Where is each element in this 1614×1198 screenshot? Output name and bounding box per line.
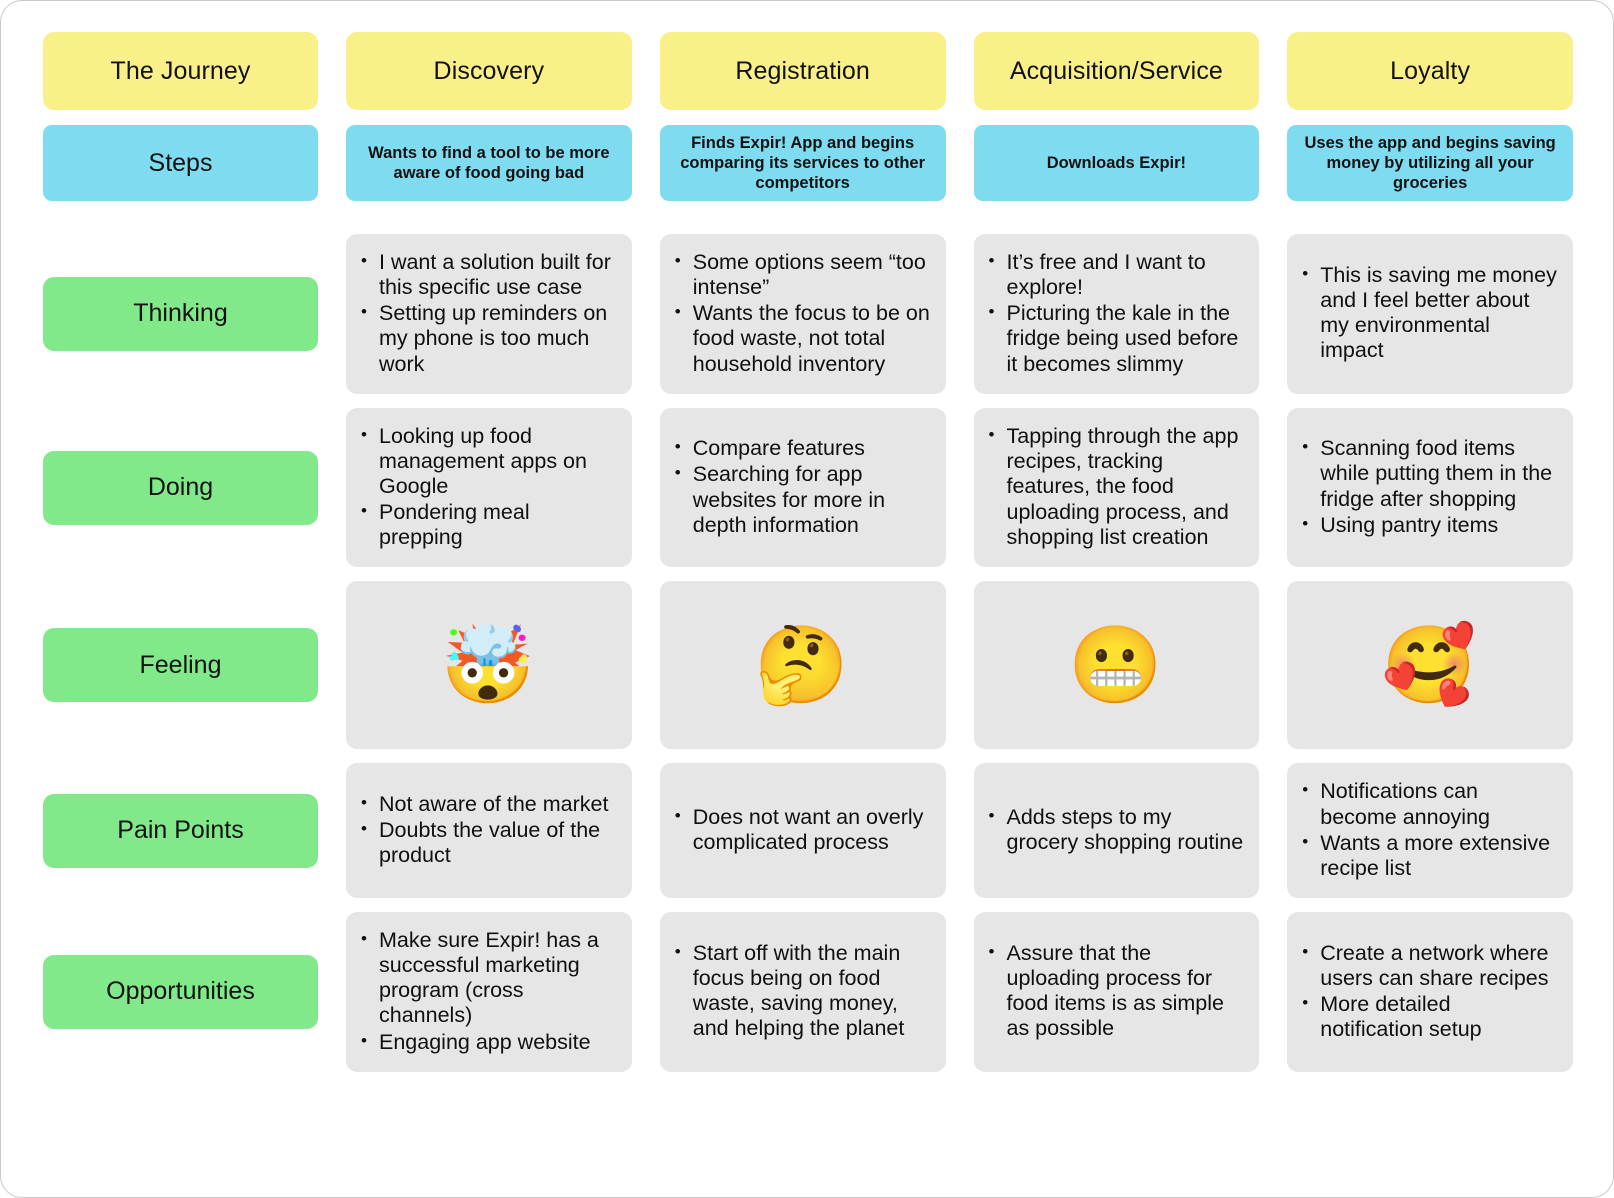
list-item: Does not want an overly complicated proc… <box>672 804 932 855</box>
list-item: I want a solution built for this specifi… <box>358 249 618 300</box>
card-opp-registration[interactable]: Start off with the main focus being on f… <box>659 911 946 1072</box>
band-gap <box>43 394 1573 408</box>
card-feeling-registration[interactable]: 🤔 <box>659 581 946 750</box>
card-opp-discovery[interactable]: Make sure Expir! has a successful market… <box>346 911 632 1072</box>
list-item: Wants a more extensive recipe list <box>1299 830 1559 881</box>
row-label-opportunities[interactable]: Opportunities <box>43 954 318 1029</box>
band-gap <box>43 567 1573 581</box>
list-item: Compare features <box>672 435 932 461</box>
list-item: Make sure Expir! has a successful market… <box>358 927 618 1029</box>
list-item: Not aware of the market <box>358 791 618 817</box>
steps-registration[interactable]: Finds Expir! App and begins comparing it… <box>659 125 946 201</box>
list-item: Create a network where users can share r… <box>1299 940 1559 991</box>
row-label-steps[interactable]: Steps <box>43 125 318 201</box>
card-doing-discovery[interactable]: Looking up food management apps on Googl… <box>346 407 632 568</box>
card-feeling-discovery[interactable]: 🤯 <box>346 581 632 750</box>
band-gap <box>43 201 1573 234</box>
card-opp-loyalty[interactable]: Create a network where users can share r… <box>1287 911 1573 1072</box>
card-thinking-registration[interactable]: Some options seem “too intense” Wants th… <box>659 234 946 394</box>
list-item: Tapping through the app recipes, trackin… <box>986 423 1246 550</box>
list-item: Looking up food management apps on Googl… <box>358 423 618 499</box>
card-opp-acquisition[interactable]: Assure that the uploading process for fo… <box>973 911 1260 1072</box>
header-the-journey[interactable]: The Journey <box>43 32 318 110</box>
list-item: Notifications can become annoying <box>1299 778 1559 829</box>
steps-acquisition[interactable]: Downloads Expir! <box>973 125 1260 201</box>
list-item: Some options seem “too intense” <box>672 249 932 300</box>
steps-loyalty[interactable]: Uses the app and begins saving money by … <box>1287 125 1573 201</box>
smiling-face-with-hearts-emoji: 🥰 <box>1381 620 1477 710</box>
list-item: Using pantry items <box>1299 512 1559 538</box>
steps-discovery[interactable]: Wants to find a tool to be more aware of… <box>346 125 632 201</box>
header-registration[interactable]: Registration <box>659 32 946 110</box>
band-gap <box>43 898 1573 912</box>
card-doing-registration[interactable]: Compare features Searching for app websi… <box>659 407 946 568</box>
card-feeling-acquisition[interactable]: 😬 <box>973 581 1260 750</box>
card-feeling-loyalty[interactable]: 🥰 <box>1287 581 1573 750</box>
card-thinking-discovery[interactable]: I want a solution built for this specifi… <box>346 234 632 394</box>
list-item: Doubts the value of the product <box>358 817 618 868</box>
card-thinking-acquisition[interactable]: It’s free and I want to explore! Picturi… <box>973 234 1260 394</box>
thinking-face-emoji: 🤔 <box>754 620 849 710</box>
list-item: Pondering meal prepping <box>358 499 618 550</box>
list-item: Wants the focus to be on food waste, not… <box>672 300 932 376</box>
card-pain-loyalty[interactable]: Notifications can become annoying Wants … <box>1287 763 1573 898</box>
row-label-doing[interactable]: Doing <box>43 450 318 525</box>
row-label-thinking[interactable]: Thinking <box>43 276 318 351</box>
list-item: Scanning food items while putting them i… <box>1299 435 1559 511</box>
card-pain-acquisition[interactable]: Adds steps to my grocery shopping routin… <box>973 763 1260 898</box>
header-discovery[interactable]: Discovery <box>346 32 632 110</box>
list-item: Setting up reminders on my phone is too … <box>358 300 618 376</box>
card-pain-discovery[interactable]: Not aware of the market Doubts the value… <box>346 763 632 898</box>
card-pain-registration[interactable]: Does not want an overly complicated proc… <box>659 763 946 898</box>
grimacing-face-emoji: 😬 <box>1068 620 1163 710</box>
list-item: Start off with the main focus being on f… <box>672 940 932 1042</box>
header-acquisition-service[interactable]: Acquisition/Service <box>973 32 1260 110</box>
header-loyalty[interactable]: Loyalty <box>1287 32 1573 110</box>
list-item: It’s free and I want to explore! <box>986 249 1246 300</box>
band-gap <box>43 110 1573 125</box>
list-item: This is saving me money and I feel bette… <box>1299 262 1559 364</box>
card-doing-loyalty[interactable]: Scanning food items while putting them i… <box>1287 407 1573 568</box>
band-gap <box>43 749 1573 763</box>
list-item: Assure that the uploading process for fo… <box>986 940 1246 1042</box>
row-label-feeling[interactable]: Feeling <box>43 628 318 703</box>
list-item: Searching for app websites for more in d… <box>672 461 932 537</box>
list-item: Adds steps to my grocery shopping routin… <box>986 804 1246 855</box>
exploding-head-emoji: 🤯 <box>440 620 536 710</box>
card-thinking-loyalty[interactable]: This is saving me money and I feel bette… <box>1287 234 1573 394</box>
list-item: More detailed notification setup <box>1299 991 1559 1042</box>
list-item: Picturing the kale in the fridge being u… <box>986 300 1246 376</box>
row-label-pain-points[interactable]: Pain Points <box>43 793 318 868</box>
list-item: Engaging app website <box>358 1029 618 1055</box>
journey-map-grid: The Journey Discovery Registration Acqui… <box>43 32 1573 1072</box>
card-doing-acquisition[interactable]: Tapping through the app recipes, trackin… <box>973 407 1260 568</box>
